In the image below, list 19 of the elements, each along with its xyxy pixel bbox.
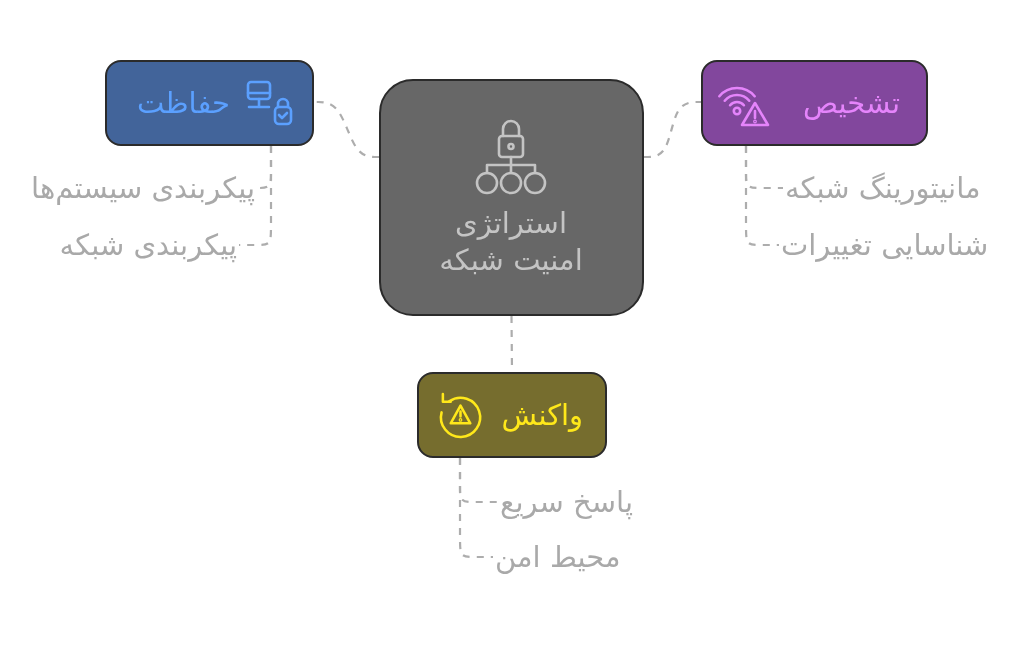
- central-box: [379, 79, 644, 316]
- branch-label: پیکربندی سیستم‌ها: [31, 169, 255, 207]
- node-title: واکنش: [501, 396, 583, 434]
- branch-label: شناسایی تغییرات: [781, 226, 989, 264]
- branch-label: محیط امن: [495, 538, 621, 576]
- node-title: حفاظت: [137, 84, 230, 122]
- topic-box: [417, 372, 607, 458]
- topic-box: [701, 60, 928, 146]
- node-title: استراتژی امنیت شبکه: [438, 205, 584, 279]
- connector: [644, 100, 701, 159]
- branch-label: پیکربندی شبکه: [59, 226, 237, 264]
- connector: [744, 146, 779, 247]
- connector: [458, 458, 493, 559]
- connector: [314, 100, 379, 159]
- node-title: تشخیص: [803, 84, 900, 122]
- topic-box: [105, 60, 314, 146]
- branch-label: پاسخ سریع: [500, 483, 633, 521]
- connector: [239, 146, 273, 247]
- branch-label: مانیتورینگ شبکه: [785, 169, 981, 207]
